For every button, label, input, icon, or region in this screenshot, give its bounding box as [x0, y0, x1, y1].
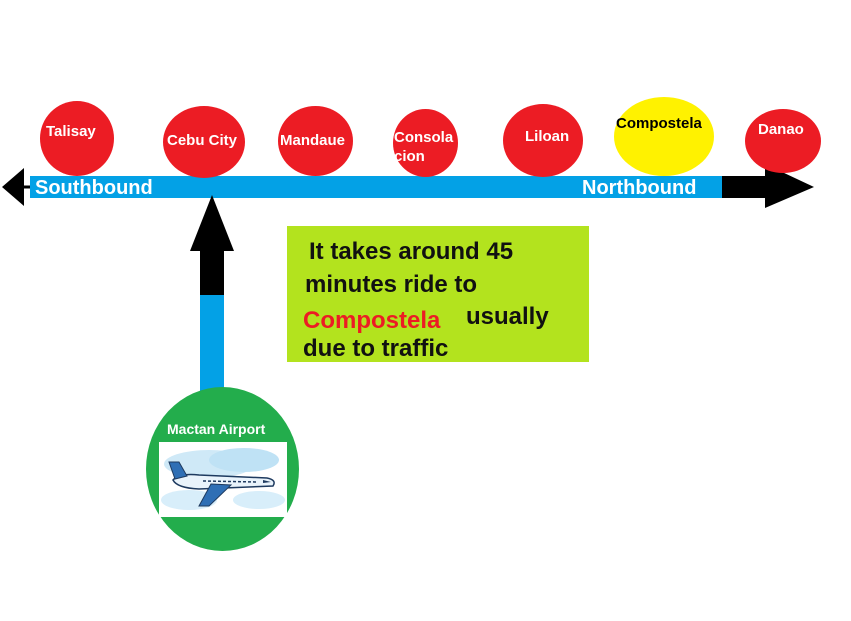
up-arrowhead-icon — [190, 195, 234, 251]
station-liloan: Liloan — [503, 104, 583, 177]
station-label: Compostela — [616, 115, 702, 132]
station-label: Talisay — [46, 123, 96, 140]
station-label-line2: cion — [394, 148, 425, 165]
station-label: Cebu City — [167, 132, 238, 149]
southbound-label: Southbound — [35, 177, 153, 199]
right-arrowhead-icon — [765, 164, 814, 208]
note-line-4: due to traffic — [303, 335, 449, 362]
route-bar — [30, 176, 722, 198]
airplane-icon — [159, 442, 287, 517]
station-mandaue: Mandaue — [278, 106, 353, 176]
station-label: Mandaue — [280, 132, 346, 149]
note-line-3: usually — [466, 303, 549, 330]
station-danao: Danao — [745, 109, 821, 173]
northbound-label: Northbound — [582, 177, 697, 199]
airport-label: Mactan Airport — [167, 421, 266, 437]
airport-connector — [190, 195, 234, 391]
station-talisay: Talisay — [40, 101, 114, 176]
left-arrowhead-icon — [2, 168, 24, 206]
station-label: Liloan — [525, 128, 570, 145]
travel-time-note: It takes around 45 minutes ride to Compo… — [287, 226, 589, 362]
station-compostela: Compostela — [614, 97, 714, 176]
station-label: Danao — [758, 121, 804, 138]
airport-circle: Mactan Airport — [146, 387, 299, 551]
note-line-1: It takes around 45 — [309, 238, 514, 265]
station-label-line1: Consola — [394, 129, 454, 146]
station-consolacion: Consola cion — [393, 109, 458, 177]
note-destination: Compostela — [303, 307, 441, 334]
note-line-2: minutes ride to — [305, 271, 478, 298]
station-cebu-city: Cebu City — [163, 106, 245, 178]
